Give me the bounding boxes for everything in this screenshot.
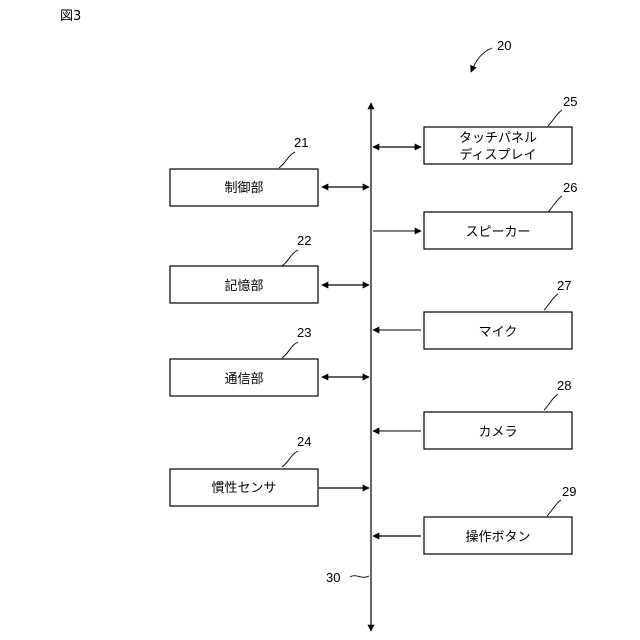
device-ref-label: 20	[497, 38, 511, 53]
block-control-unit: 制御部 21	[170, 135, 369, 206]
block-ref-leader	[544, 294, 558, 310]
block-ref-leader	[282, 250, 298, 266]
block-ref-label: 22	[297, 233, 311, 248]
block-ref-leader	[282, 342, 298, 358]
block-label: 慣性センサ	[211, 480, 276, 496]
block-camera: カメラ 28	[373, 378, 572, 449]
block-ref-leader	[282, 451, 298, 467]
block-microphone: マイク 27	[373, 278, 572, 349]
block-label: カメラ	[478, 425, 517, 440]
block-label: 操作ボタン	[465, 529, 530, 545]
block-ref-leader	[548, 110, 562, 126]
block-ref-label: 29	[562, 484, 576, 499]
block-label: スピーカー	[465, 225, 530, 240]
block-storage-unit: 記憶部 22	[170, 233, 369, 303]
bus-ref-leader	[350, 576, 369, 578]
block-ref-leader	[547, 500, 561, 516]
block-ref-label: 21	[294, 135, 308, 150]
block-communication-unit: 通信部 23	[170, 325, 369, 396]
bus-ref-label: 30	[326, 570, 340, 585]
block-speaker: スピーカー 26	[373, 180, 577, 249]
block-ref-leader	[544, 394, 558, 410]
device-ref-arrow	[471, 48, 492, 72]
block-touch-panel-display: タッチパネル ディスプレイ 25	[373, 94, 577, 164]
block-label-line1: タッチパネル	[459, 131, 537, 146]
block-ref-label: 25	[563, 94, 577, 109]
block-ref-leader	[279, 152, 295, 168]
block-inertial-sensor: 慣性センサ 24	[170, 434, 369, 506]
block-label: 制御部	[224, 181, 263, 196]
block-operation-button: 操作ボタン 29	[373, 484, 576, 554]
block-ref-leader	[548, 196, 562, 212]
block-ref-label: 27	[557, 278, 571, 293]
block-ref-label: 26	[563, 180, 577, 195]
block-ref-label: 28	[557, 378, 571, 393]
block-label-line2: ディスプレイ	[459, 147, 536, 163]
block-ref-label: 23	[297, 325, 311, 340]
block-label: マイク	[479, 325, 518, 340]
block-ref-label: 24	[297, 434, 311, 449]
block-label: 記憶部	[224, 278, 263, 294]
block-label: 通信部	[224, 372, 263, 387]
figure-label: 図3	[60, 9, 81, 24]
